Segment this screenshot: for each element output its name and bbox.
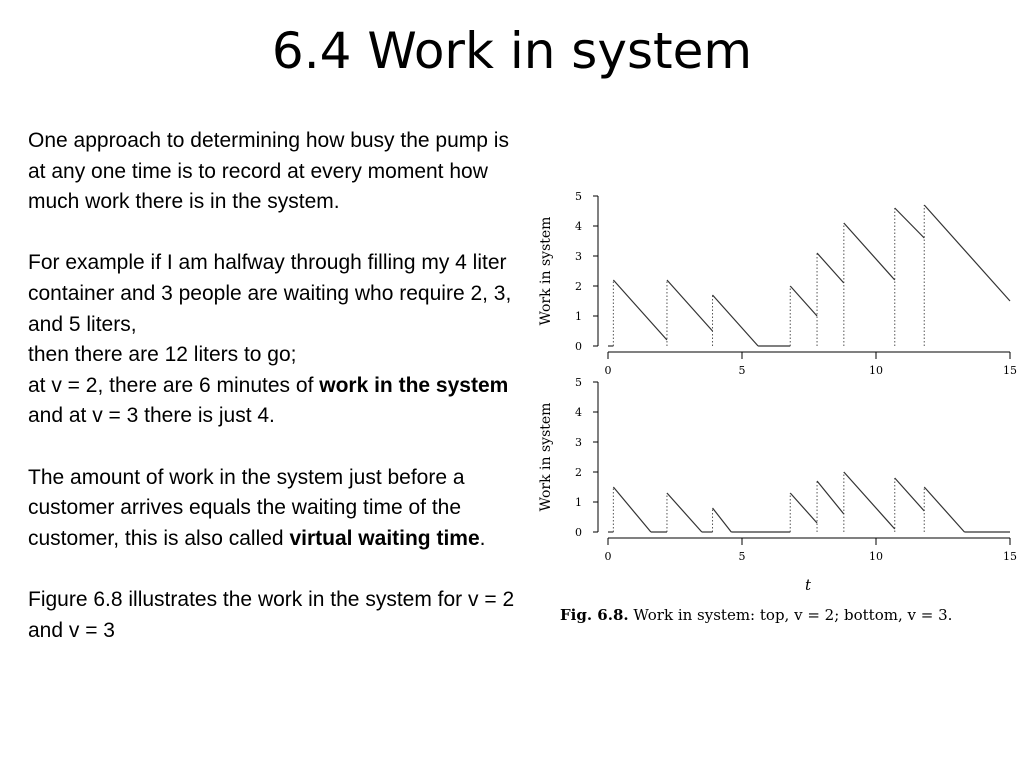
bottom-y-tick-label: 4 [575, 406, 582, 419]
bottom-series-segment [666, 492, 703, 533]
top-series-segment [612, 279, 668, 341]
top-x-tick-label: 5 [739, 364, 746, 377]
bottom-x-tick-label: 0 [605, 550, 612, 563]
bottom-x-tick-label: 5 [739, 550, 746, 563]
top-series-segment [923, 204, 1011, 302]
top-y-tick-label: 5 [575, 190, 582, 203]
work-in-system-term: work in the system [319, 373, 509, 397]
example-line-3-end: and at v = 3 there is just 4. [28, 404, 275, 428]
paragraph-figure-ref: Figure 6.8 illustrates the work in the s… [28, 587, 515, 642]
top-series-segment [843, 222, 896, 281]
bottom-y-tick-label: 3 [575, 436, 582, 449]
bottom-series-segment [712, 507, 732, 533]
top-y-tick-label: 4 [575, 220, 582, 233]
top-series-segment [712, 294, 759, 347]
bottom-x-tick-label: 10 [869, 550, 883, 563]
bottom-y-tick-label: 1 [575, 496, 582, 509]
top-y-axis-label: Work in system [538, 217, 554, 326]
bottom-series-segment [612, 486, 652, 533]
slide-title: 6.4 Work in system [271, 22, 753, 80]
caption-label: Fig. 6.8. [560, 606, 629, 624]
top-y-tick-label: 0 [575, 340, 582, 353]
top-y-tick-label: 1 [575, 310, 582, 323]
bottom-series-segment [843, 471, 896, 530]
top-series-segment [816, 252, 845, 284]
top-x-tick-label: 0 [605, 364, 612, 377]
bottom-series-segment [816, 480, 845, 515]
bottom-series-segment [789, 492, 818, 524]
body-text: One approach to determining how busy the… [28, 126, 528, 646]
caption-text: Work in system: top, v = 2; bottom, v = … [628, 606, 953, 624]
bottom-y-tick-label: 0 [575, 526, 582, 539]
paragraph-example: For example if I am halfway through fill… [28, 248, 528, 432]
example-line-1: For example if I am halfway through fill… [28, 251, 512, 336]
bottom-y-tick-label: 5 [575, 376, 582, 389]
top-series-segment [789, 285, 818, 317]
top-series-segment [894, 207, 925, 239]
top-x-tick-label: 10 [869, 364, 883, 377]
virtual-waiting-text: The amount of work in the system just be… [28, 465, 465, 550]
top-x-tick-label: 15 [1003, 364, 1017, 377]
top-y-tick-label: 2 [575, 280, 582, 293]
bottom-y-axis-label: Work in system [538, 403, 554, 512]
bottom-y-tick-label: 2 [575, 466, 582, 479]
virtual-waiting-end: . [479, 526, 486, 550]
bottom-series-segment [894, 477, 925, 512]
example-line-2: then there are 12 liters to go; [28, 343, 297, 367]
bottom-series-segment [923, 486, 965, 533]
top-series-segment [666, 279, 713, 332]
paragraph-intro: One approach to determining how busy the… [28, 129, 509, 214]
top-y-tick-label: 3 [575, 250, 582, 263]
paragraph-virtual-waiting: The amount of work in the system just be… [28, 463, 528, 555]
x-axis-label: t [805, 576, 812, 594]
virtual-waiting-term: virtual waiting time [289, 526, 480, 550]
example-line-3: at v = 2, there are 6 minutes of [28, 373, 320, 397]
figure-caption: Fig. 6.8. Work in system: top, v = 2; bo… [560, 606, 952, 624]
bottom-x-tick-label: 15 [1003, 550, 1017, 563]
